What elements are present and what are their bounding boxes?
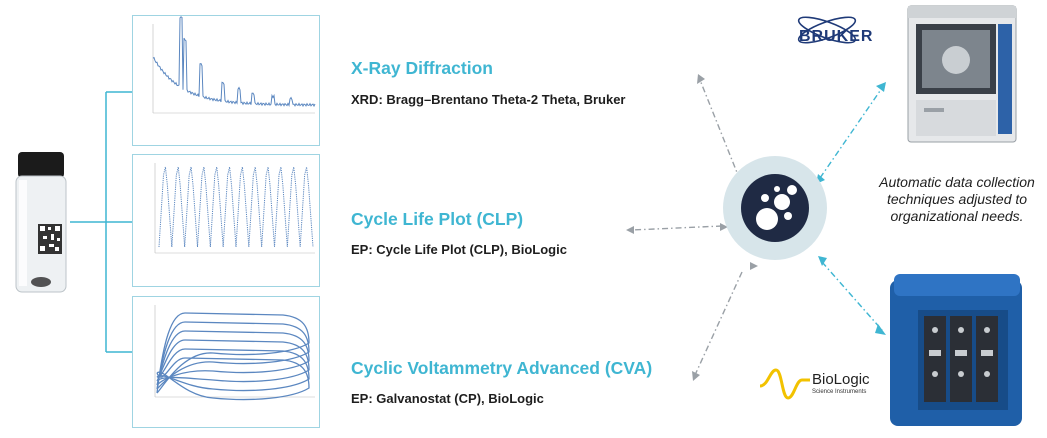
arrowhead-hub-left — [720, 223, 728, 231]
clp-title: Cycle Life Plot (CLP) — [351, 209, 524, 229]
arrowhead-hub-bottom — [750, 262, 758, 270]
xrd-pattern-line — [152, 16, 316, 108]
cva-loop — [156, 321, 310, 390]
hub-molecule-icon — [723, 156, 827, 260]
xrd-subtitle: XRD: Bragg–Brentano Theta-2 Theta, Bruke… — [351, 92, 626, 107]
cva-subtitle: EP: Galvanostat (CP), BioLogic — [351, 391, 544, 406]
clp-chart-panel — [132, 154, 320, 287]
biologic-wordmark: BioLogic — [812, 371, 870, 388]
cva-loop — [156, 330, 310, 386]
biologic-tagline: Science Instruments — [812, 389, 867, 395]
clp-cycle-line — [158, 166, 314, 248]
arrow-hub-clp — [631, 225, 723, 231]
sample-vial-icon — [15, 152, 67, 293]
biologic-logo-icon — [759, 368, 810, 400]
arrow-hub-biologic — [821, 261, 883, 331]
arrowhead-hub-biologic — [818, 256, 827, 266]
cva-loop — [156, 357, 310, 401]
bruker-logo-icon — [797, 16, 857, 44]
cva-loops — [156, 312, 310, 401]
arrowhead-biologic — [875, 324, 886, 335]
arrowhead-cva — [692, 371, 700, 381]
cva-chart — [154, 305, 315, 401]
bruker-wordmark: BRUKER — [799, 28, 874, 45]
xrd-chart-panel — [132, 15, 320, 146]
xrd-chart — [152, 16, 316, 114]
arrowhead-bruker — [876, 82, 886, 92]
cva-title: Cyclic Voltammetry Advanced (CVA) — [351, 358, 653, 378]
cva-loop — [156, 348, 310, 392]
cva-loop — [156, 339, 310, 383]
clp-subtitle: EP: Cycle Life Plot (CLP), BioLogic — [351, 242, 567, 257]
arrow-hub-bruker — [819, 87, 883, 179]
arrow-hub-xrd — [699, 79, 741, 181]
automation-note: Automatic data collection techniques adj… — [879, 174, 1035, 224]
xrd-title: X-Ray Diffraction — [351, 58, 493, 78]
arrow-hub-cva — [694, 271, 743, 376]
xrd-instrument-icon — [907, 5, 1017, 143]
clp-chart — [154, 163, 315, 254]
potentiostat-icon — [890, 274, 1022, 426]
arrowhead-clp — [626, 226, 634, 234]
cva-chart-panel — [132, 296, 320, 428]
arrowhead-xrd — [697, 74, 705, 84]
